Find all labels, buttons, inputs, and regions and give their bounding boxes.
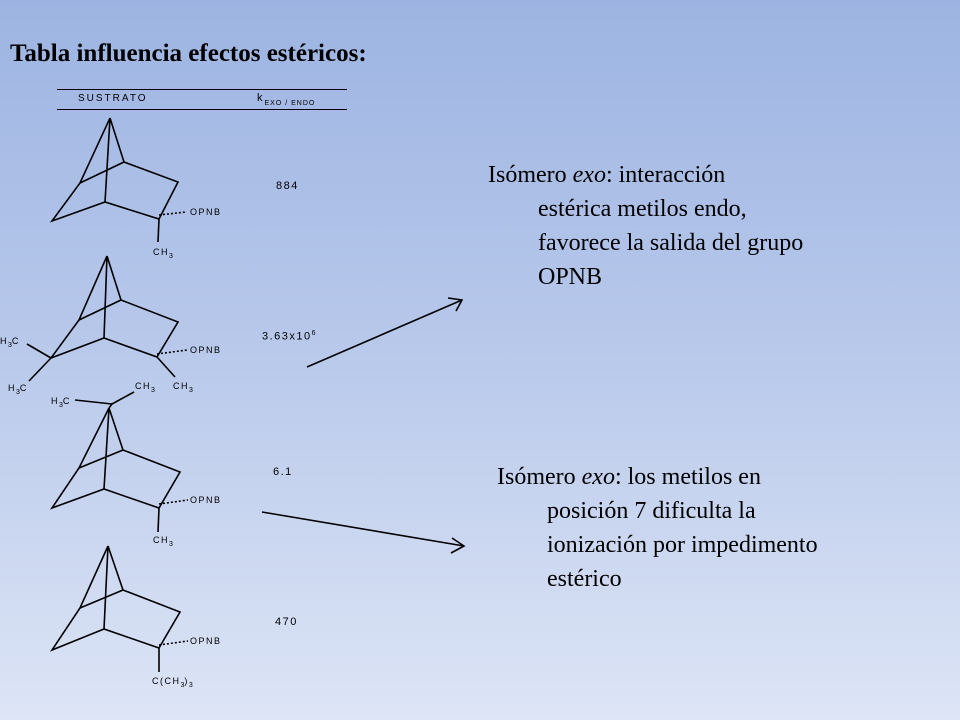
opnb-label-1: OPNB (190, 207, 222, 217)
ch3-text: CH (153, 535, 169, 545)
cch3-label-4: C(CH3)3 (152, 676, 193, 689)
c-text: C (62, 396, 71, 406)
ch3-label-1: CH3 (153, 247, 173, 260)
arrow-1-head (447, 297, 464, 312)
ch3-sub: 3 (169, 252, 173, 260)
arrow-2-head (450, 537, 466, 554)
opnb-label-3: OPNB (190, 495, 222, 505)
h3c-label-2a: H3C (0, 336, 20, 349)
note-exo-methyls: Isómero exo: los metilos en posición 7 d… (497, 460, 818, 596)
column-header-sustrato: SUSTRATO (78, 93, 148, 104)
c-text: C (11, 336, 20, 346)
note2-line2: posición 7 dificulta la (547, 498, 756, 524)
h-text: H (0, 336, 8, 346)
h-text: H (51, 396, 59, 406)
table-header-rule (57, 109, 347, 110)
c-text: C (19, 383, 28, 393)
ch3-text: CH (173, 381, 189, 391)
cch-sub: 3 (180, 681, 185, 689)
note1-line1: Isómero exo: interacción (488, 158, 803, 192)
note1-italic: exo (572, 162, 606, 188)
note1-prefix: Isómero (488, 162, 573, 188)
cch-sub2: 3 (188, 681, 193, 689)
ch3-sub: 3 (189, 386, 193, 394)
h-text: H (8, 383, 16, 393)
note2-line1: Isómero exo: los metilos en (497, 460, 818, 494)
note1-line2: estérica metilos endo, (538, 196, 747, 222)
note1-rest: : interacción (605, 162, 726, 188)
column-header-k: kEXO / ENDO (257, 92, 316, 107)
ch3-label-2: CH3 (173, 381, 193, 394)
ch3-label-3: CH3 (153, 535, 173, 548)
k-symbol: k (257, 92, 265, 104)
h3c-label-2b: H3C (8, 383, 28, 396)
ch3-sub: 3 (151, 386, 155, 394)
k-value-3: 6.1 (273, 466, 293, 478)
note1-line3: favorece la salida del grupo (538, 230, 804, 256)
k-exponent: 6 (311, 330, 318, 337)
ch3-sub: 3 (169, 540, 173, 548)
note2-rest: : los metilos en (614, 464, 761, 490)
note2-italic: exo (581, 464, 615, 490)
h-sub: 3 (16, 388, 20, 396)
k-value-4: 470 (275, 616, 298, 628)
note1-line4: OPNB (538, 264, 603, 290)
arrow-1-shaft (306, 299, 463, 368)
h3c-label-3: H3C (51, 396, 71, 409)
ch3-text: CH (153, 247, 169, 257)
k-mantissa: 3.63x10 (262, 330, 312, 343)
h-sub: 3 (59, 401, 63, 409)
opnb-label-4: OPNB (190, 636, 222, 646)
k-value-1: 884 (276, 180, 299, 192)
note2-line3: ionización por impedimento (547, 532, 818, 558)
paren-text: ) (184, 676, 189, 686)
slide-title: Tabla influencia efectos estéricos: (10, 40, 367, 67)
ch3-top-label-3: CH3 (135, 381, 155, 394)
note2-line4: estérico (547, 566, 622, 592)
k-subscript: EXO / ENDO (264, 100, 316, 107)
k-value-2: 3.63x106 (262, 330, 317, 343)
cch-text: C(CH (152, 676, 181, 686)
note-exo-interaction: Isómero exo: interacción estérica metilo… (488, 158, 803, 294)
table-top-rule (57, 89, 347, 90)
opnb-label-2: OPNB (190, 345, 222, 355)
note2-prefix: Isómero (497, 464, 582, 490)
h-sub: 3 (8, 341, 12, 349)
ch3-text: CH (135, 381, 151, 391)
arrow-2-shaft (261, 511, 465, 547)
